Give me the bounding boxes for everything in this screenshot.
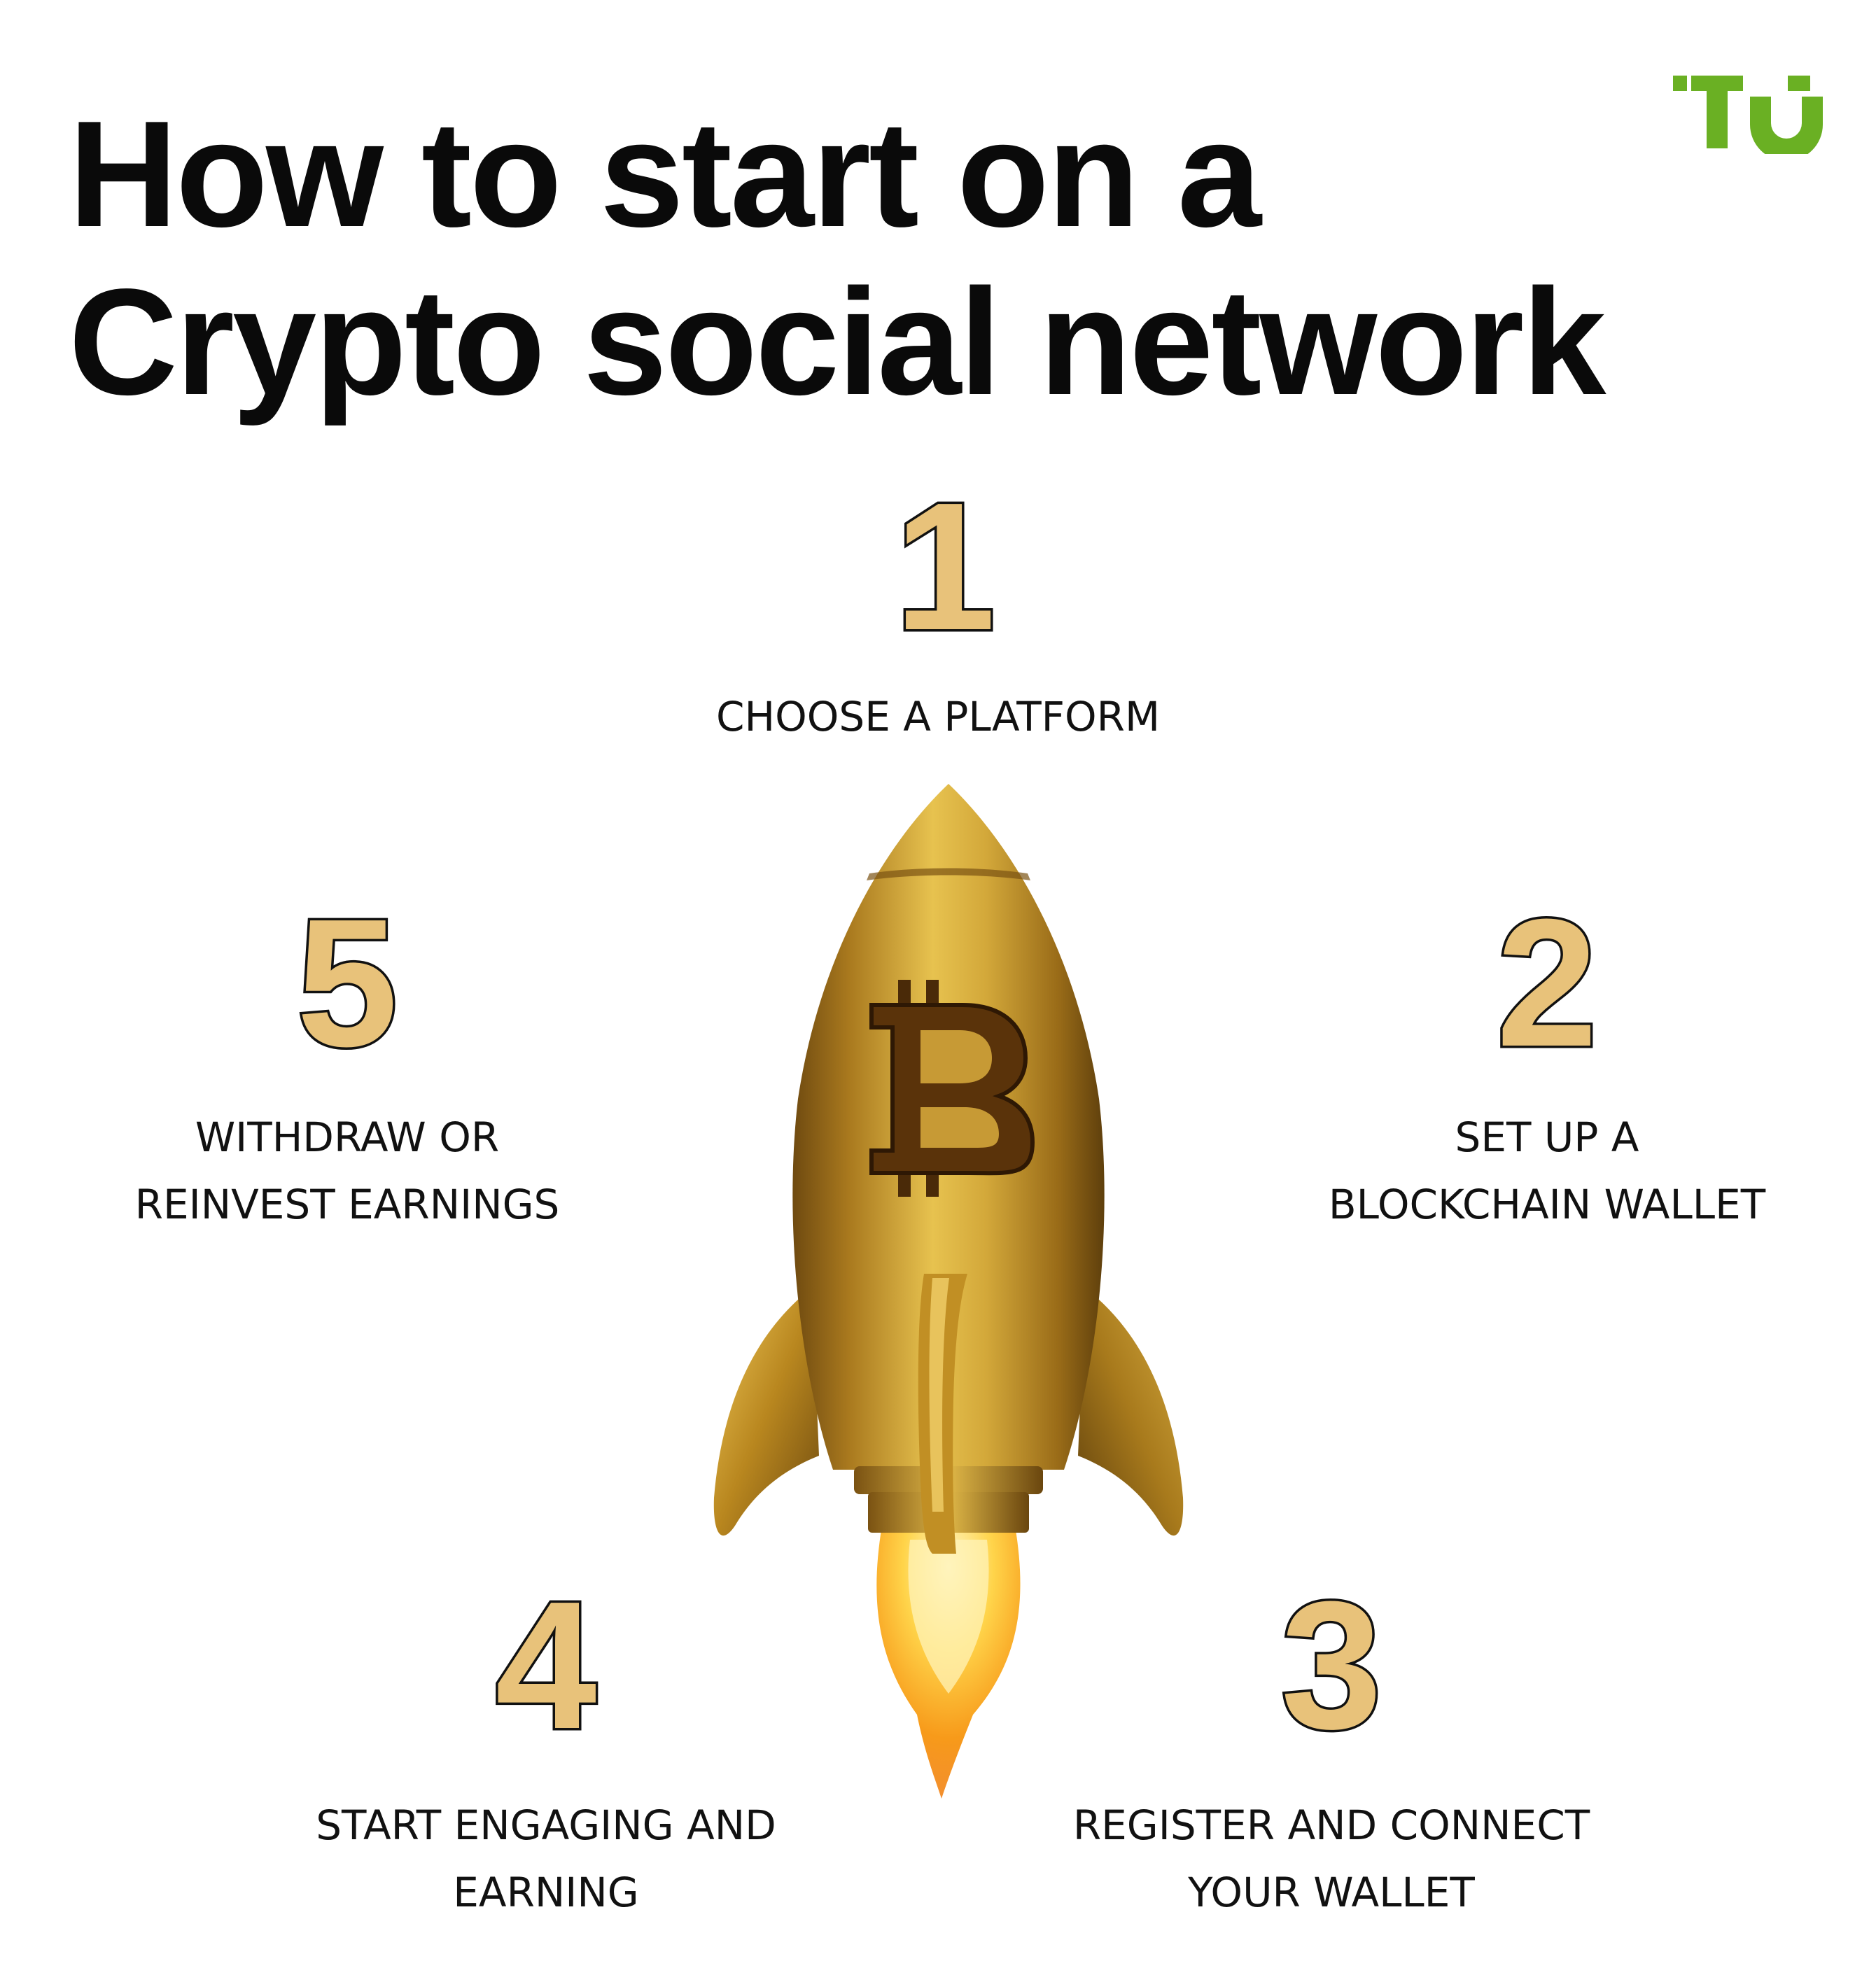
step-3-label-line-2: YOUR WALLET <box>1188 1869 1475 1916</box>
step-2-number: 2 <box>1494 882 1600 1085</box>
step-4-label-line-2: EARNING <box>453 1869 639 1916</box>
step-1-label-line-1: CHOOSE A PLATFORM <box>715 693 1161 740</box>
step-5-label-line-2: REINVEST EARNINGS <box>134 1181 560 1228</box>
step-1-number: 1 <box>892 465 998 668</box>
page-title-line-2: Crypto social network <box>69 257 1606 426</box>
tu-logo-icon <box>1673 76 1823 154</box>
step-5-number: 5 <box>294 882 400 1085</box>
step-1-label: CHOOSE A PLATFORM <box>716 683 1160 750</box>
page-title: How to start on a Crypto social network <box>69 89 1606 426</box>
bitcoin-rocket-icon <box>713 784 1184 1799</box>
step-4-label-line-1: START ENGAGING AND <box>316 1801 776 1849</box>
step-2-label: SET UP A BLOCKCHAIN WALLET <box>1329 1104 1765 1238</box>
step-4-number: 4 <box>493 1564 599 1767</box>
page-title-line-1: How to start on a <box>69 89 1261 258</box>
step-2-label-line-2: BLOCKCHAIN WALLET <box>1328 1181 1766 1228</box>
step-5-label: WITHDRAW OR REINVEST EARNINGS <box>135 1104 560 1238</box>
step-5-label-line-1: WITHDRAW OR <box>195 1113 500 1161</box>
step-2-label-line-1: SET UP A <box>1455 1113 1639 1161</box>
step-3-number: 3 <box>1278 1564 1385 1767</box>
step-4-label: START ENGAGING AND EARNING <box>316 1792 776 1926</box>
step-3-label-line-1: REGISTER AND CONNECT <box>1072 1801 1590 1849</box>
step-3-label: REGISTER AND CONNECT YOUR WALLET <box>1073 1792 1590 1926</box>
